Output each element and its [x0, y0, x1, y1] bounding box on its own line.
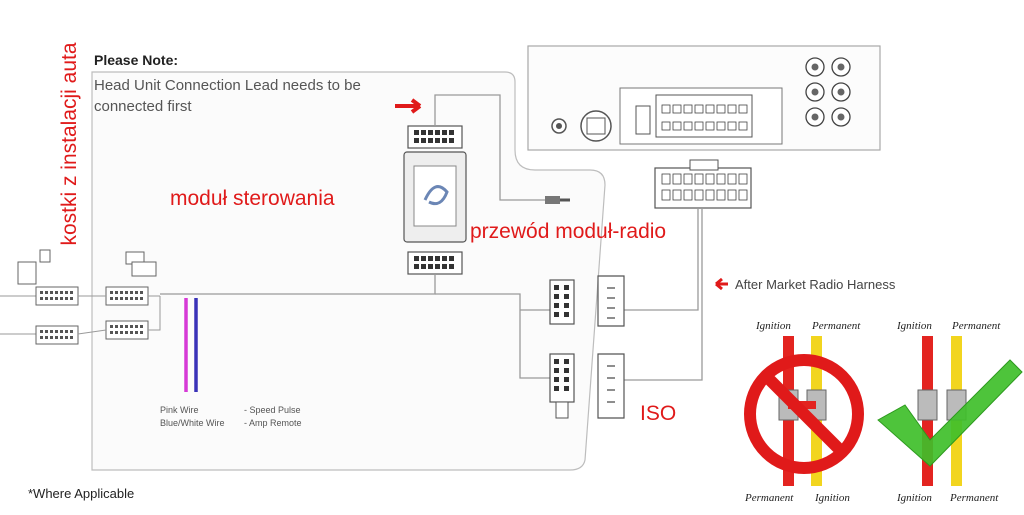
- iso-connector-male-lower: [549, 353, 575, 419]
- note-body: Head Unit Connection Lead needs to be co…: [94, 77, 361, 115]
- control-module: [403, 151, 467, 243]
- harness-connector: [624, 159, 752, 381]
- interface-panel: [91, 71, 606, 471]
- iso-connector-male-upper: [549, 279, 575, 325]
- top-module-connector: [407, 94, 570, 204]
- wrong-top-right-label: Permanent: [812, 320, 861, 332]
- pink-wire-name: Pink Wire: [160, 405, 199, 415]
- iso-connector-female-lower: [597, 353, 625, 419]
- bottom-module-connector: [160, 251, 550, 379]
- prohibited-wiring-diagram: [744, 336, 864, 486]
- harness-label: After Market Radio Harness: [735, 277, 896, 292]
- iso-connector-female-upper: [597, 275, 625, 327]
- blue-wire-name: Blue/White Wire: [160, 418, 225, 428]
- module-label: moduł sterowania: [170, 187, 335, 210]
- wrong-bottom-right-label: Ignition: [815, 492, 850, 504]
- where-applicable-note: *Where Applicable: [28, 486, 135, 501]
- right-top-left-label: Ignition: [897, 320, 932, 332]
- cable-label: przewód moduł-radio: [470, 220, 667, 243]
- right-bottom-left-label: Ignition: [897, 492, 932, 504]
- vertical-label: kostki z instalacji auta: [58, 42, 81, 246]
- wrong-top-left-label: Ignition: [756, 320, 791, 332]
- pink-wire-function: - Speed Pulse: [244, 405, 301, 415]
- correct-wiring-diagram: [877, 336, 1023, 486]
- head-unit: [527, 45, 881, 151]
- iso-label: ISO: [640, 402, 677, 425]
- right-top-right-label: Permanent: [952, 320, 1001, 332]
- right-bottom-right-label: Permanent: [950, 492, 999, 504]
- checkmark-icon: [877, 359, 1023, 467]
- wrong-bottom-left-label: Permanent: [745, 492, 794, 504]
- harness-arrow-icon: [715, 277, 728, 291]
- connect-first-arrow-icon: [395, 98, 422, 114]
- blue-wire-function: - Amp Remote: [244, 418, 302, 428]
- note-heading: Please Note:: [94, 52, 179, 68]
